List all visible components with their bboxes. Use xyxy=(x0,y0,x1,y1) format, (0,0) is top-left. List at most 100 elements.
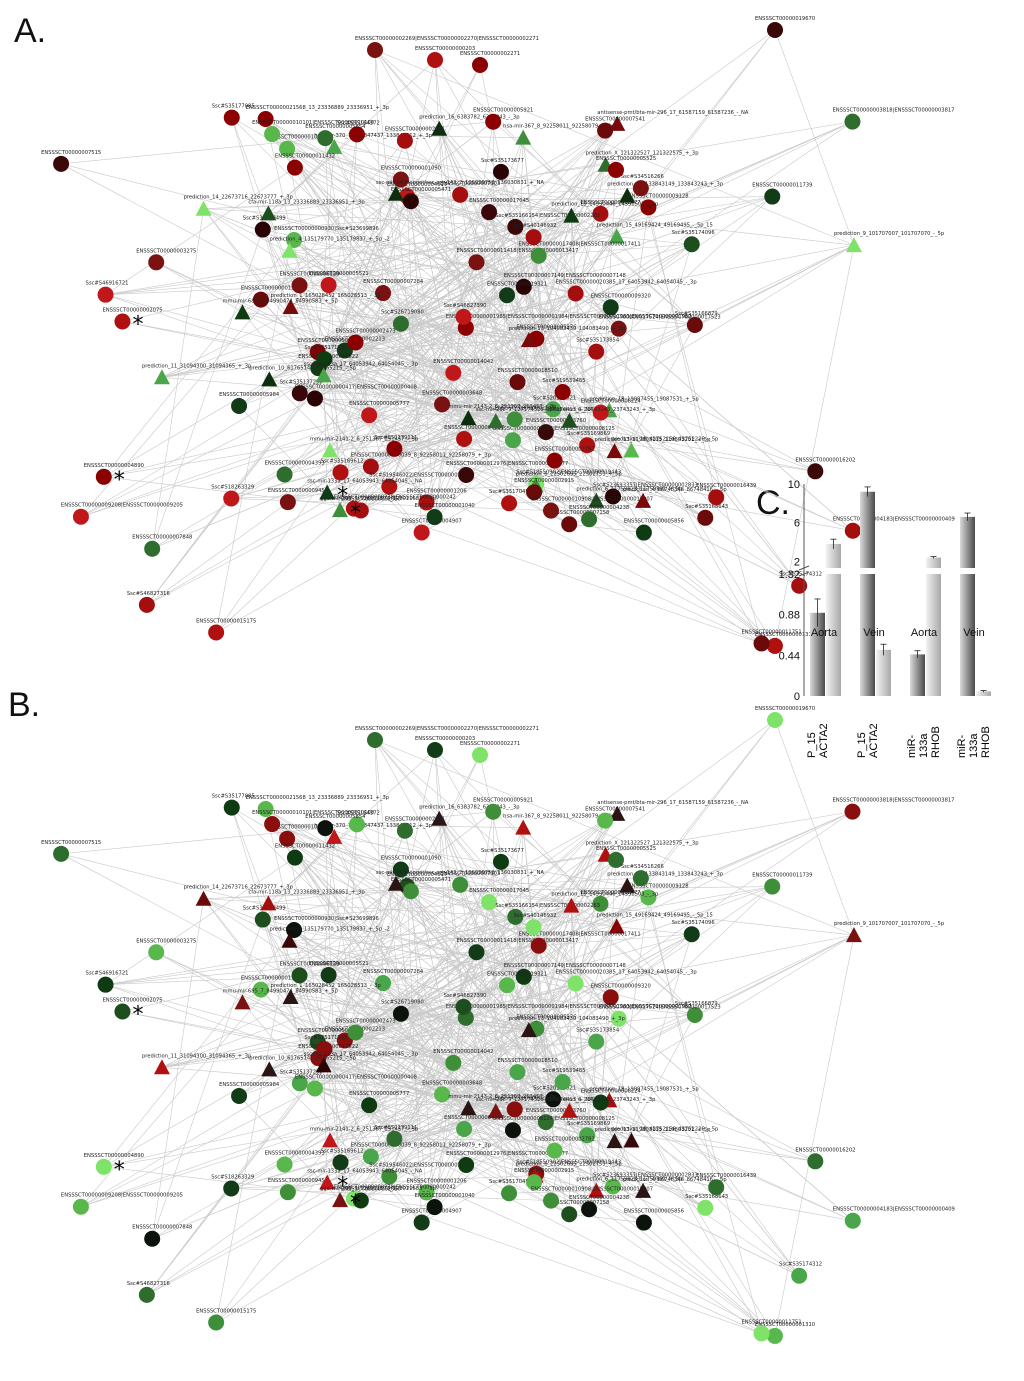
network-edge xyxy=(394,1138,615,1142)
node-circle xyxy=(413,524,430,541)
network-node: Ssc#S35164372 xyxy=(337,120,380,143)
network-edge xyxy=(242,312,529,341)
network-edge xyxy=(329,404,443,451)
network-node: ENSSSCT00000002561 xyxy=(385,127,445,149)
network-node: Ssc#S35174096 xyxy=(672,230,715,253)
network-edge xyxy=(536,121,853,339)
node-label: Ssc#S34516266 xyxy=(621,174,664,180)
network-edge xyxy=(355,194,461,343)
network-edge xyxy=(294,857,514,1131)
network-edge xyxy=(146,417,469,606)
network-edge xyxy=(395,193,854,246)
network-node: ssc-mir-133a_17_64053943_64054045_-_NA* xyxy=(307,479,423,509)
node-label: ENSSSCT00000002561 xyxy=(385,127,445,133)
network-node: ENSSSCT00000003275 xyxy=(136,938,196,961)
network-node: ENSSSCT00000001310 xyxy=(755,632,815,654)
network-node: Ssc#S20111621 xyxy=(533,395,576,418)
network-node: Ssc#S35170453 xyxy=(489,1179,532,1202)
network-node: ENSSSCT00000000417|ENSSSCT00000000408 xyxy=(295,1074,417,1097)
network-edge xyxy=(328,974,816,1162)
node-label: ENSSSCT00000005521 xyxy=(309,271,369,277)
node-triangle xyxy=(609,805,626,821)
network-node: mmu-mir-2141-2_6_251367_251457_-_3p xyxy=(310,436,419,458)
network-edge xyxy=(600,307,612,413)
network-edge xyxy=(410,196,773,202)
network-edge xyxy=(271,133,555,461)
node-circle xyxy=(392,1005,409,1022)
network-edge xyxy=(515,916,776,1337)
network-edge xyxy=(426,295,508,503)
node-circle xyxy=(316,351,333,368)
network-edge xyxy=(410,201,614,497)
bar-lower-part xyxy=(926,574,941,696)
network-node: Ssc#S35137296 xyxy=(280,379,323,402)
node-label: ENSSSCT00000002782 xyxy=(535,447,595,453)
network-node: ssc-mir-143-longer/ssc-mir-143_2_1360307… xyxy=(376,180,544,201)
network-edge xyxy=(105,857,296,985)
network-edge xyxy=(515,164,606,228)
x-tick-label: miR-133a RHOB xyxy=(906,726,942,758)
network-node: Ssc#S35173677 xyxy=(481,848,524,870)
network-edge xyxy=(161,244,855,378)
network-node: prediction_14_22673716_22673777_+_3p xyxy=(184,195,294,216)
network-edge xyxy=(265,808,576,984)
network-edge xyxy=(463,1006,717,1188)
network-edge xyxy=(323,1006,464,1066)
node-label: Ssc#S18550902|ENSSSCT00000019443 xyxy=(516,470,621,476)
network-edge xyxy=(463,316,717,498)
network-edge xyxy=(400,262,477,324)
network-edge xyxy=(293,239,384,294)
network-edge xyxy=(272,823,401,870)
node-label: Ssc#S46916721 xyxy=(86,971,129,977)
network-node: ENSSSCT00000009450 xyxy=(268,488,328,511)
node-label: ssc-mir-143-longer/ssc-mir-143_2_1360307… xyxy=(376,870,544,876)
network-edge xyxy=(215,415,370,633)
network-edge xyxy=(463,905,572,1008)
network-node: ENSSSCT00000002561 xyxy=(385,817,445,839)
node-label: Ssc#S19539485 xyxy=(543,378,586,384)
node-label: ENSSSCT00000016439 xyxy=(696,483,756,489)
node-label: prediction_13_133843149_133843243_+_3p xyxy=(607,872,724,878)
node-label: prediction_14_22673716_22673777_+_3p xyxy=(184,195,294,201)
network-edge xyxy=(492,121,601,214)
node-circle xyxy=(138,596,155,613)
node-circle xyxy=(291,1075,308,1092)
node-circle xyxy=(509,374,526,391)
network-edge xyxy=(203,898,516,918)
network-edge xyxy=(569,420,706,519)
node-label: ENSSSCT00000004393 xyxy=(265,461,325,467)
node-circle xyxy=(148,944,165,961)
network-edge xyxy=(382,886,773,984)
node-label: Ssc#S46827390 xyxy=(444,993,487,999)
node-label: ENSSSCT00000018510 xyxy=(497,368,557,374)
network-node: ENSSSCT00000016202 xyxy=(795,457,855,480)
network-edge xyxy=(374,739,402,1014)
node-circle xyxy=(361,407,378,424)
node-circle xyxy=(791,577,808,594)
node-circle xyxy=(472,57,488,73)
network-node: prediction_10_61765141_61765215_-_5p xyxy=(249,365,357,387)
network-edge xyxy=(146,293,576,606)
network-edge xyxy=(299,226,516,286)
network-edge xyxy=(596,351,762,644)
node-label: mmu-mir-685_7_84990474_84990583_+_5p xyxy=(223,298,339,304)
network-edge xyxy=(215,250,290,633)
network-b-nodes: ENSSSCT00000002269|ENSSSCT00000002270|EN… xyxy=(41,706,955,1344)
node-circle xyxy=(844,1212,861,1229)
node-label: ENSSSCT00000009128 xyxy=(628,193,688,199)
node-label: ENSSSCT00000001132 xyxy=(241,976,301,982)
node-label: ENSSSCT00000016439 xyxy=(696,1173,756,1179)
node-circle xyxy=(332,464,349,481)
network-edge xyxy=(356,824,572,906)
network-edge xyxy=(410,891,614,1187)
node-circle xyxy=(764,188,781,205)
panel-label-a: A. xyxy=(14,12,47,50)
network-node: ENSSSCT00000003760 xyxy=(526,1108,586,1131)
network-edge xyxy=(314,1088,570,1215)
network-edge xyxy=(262,229,316,399)
network-edge xyxy=(356,134,572,216)
network-node: Ssc#S35137296 xyxy=(280,1069,323,1092)
network-node: Ssc#S35171933 xyxy=(304,345,347,368)
network-node: ENSSSCT00000005525 xyxy=(596,846,656,868)
network-node: ENSSSCT00000019670 xyxy=(755,706,815,728)
